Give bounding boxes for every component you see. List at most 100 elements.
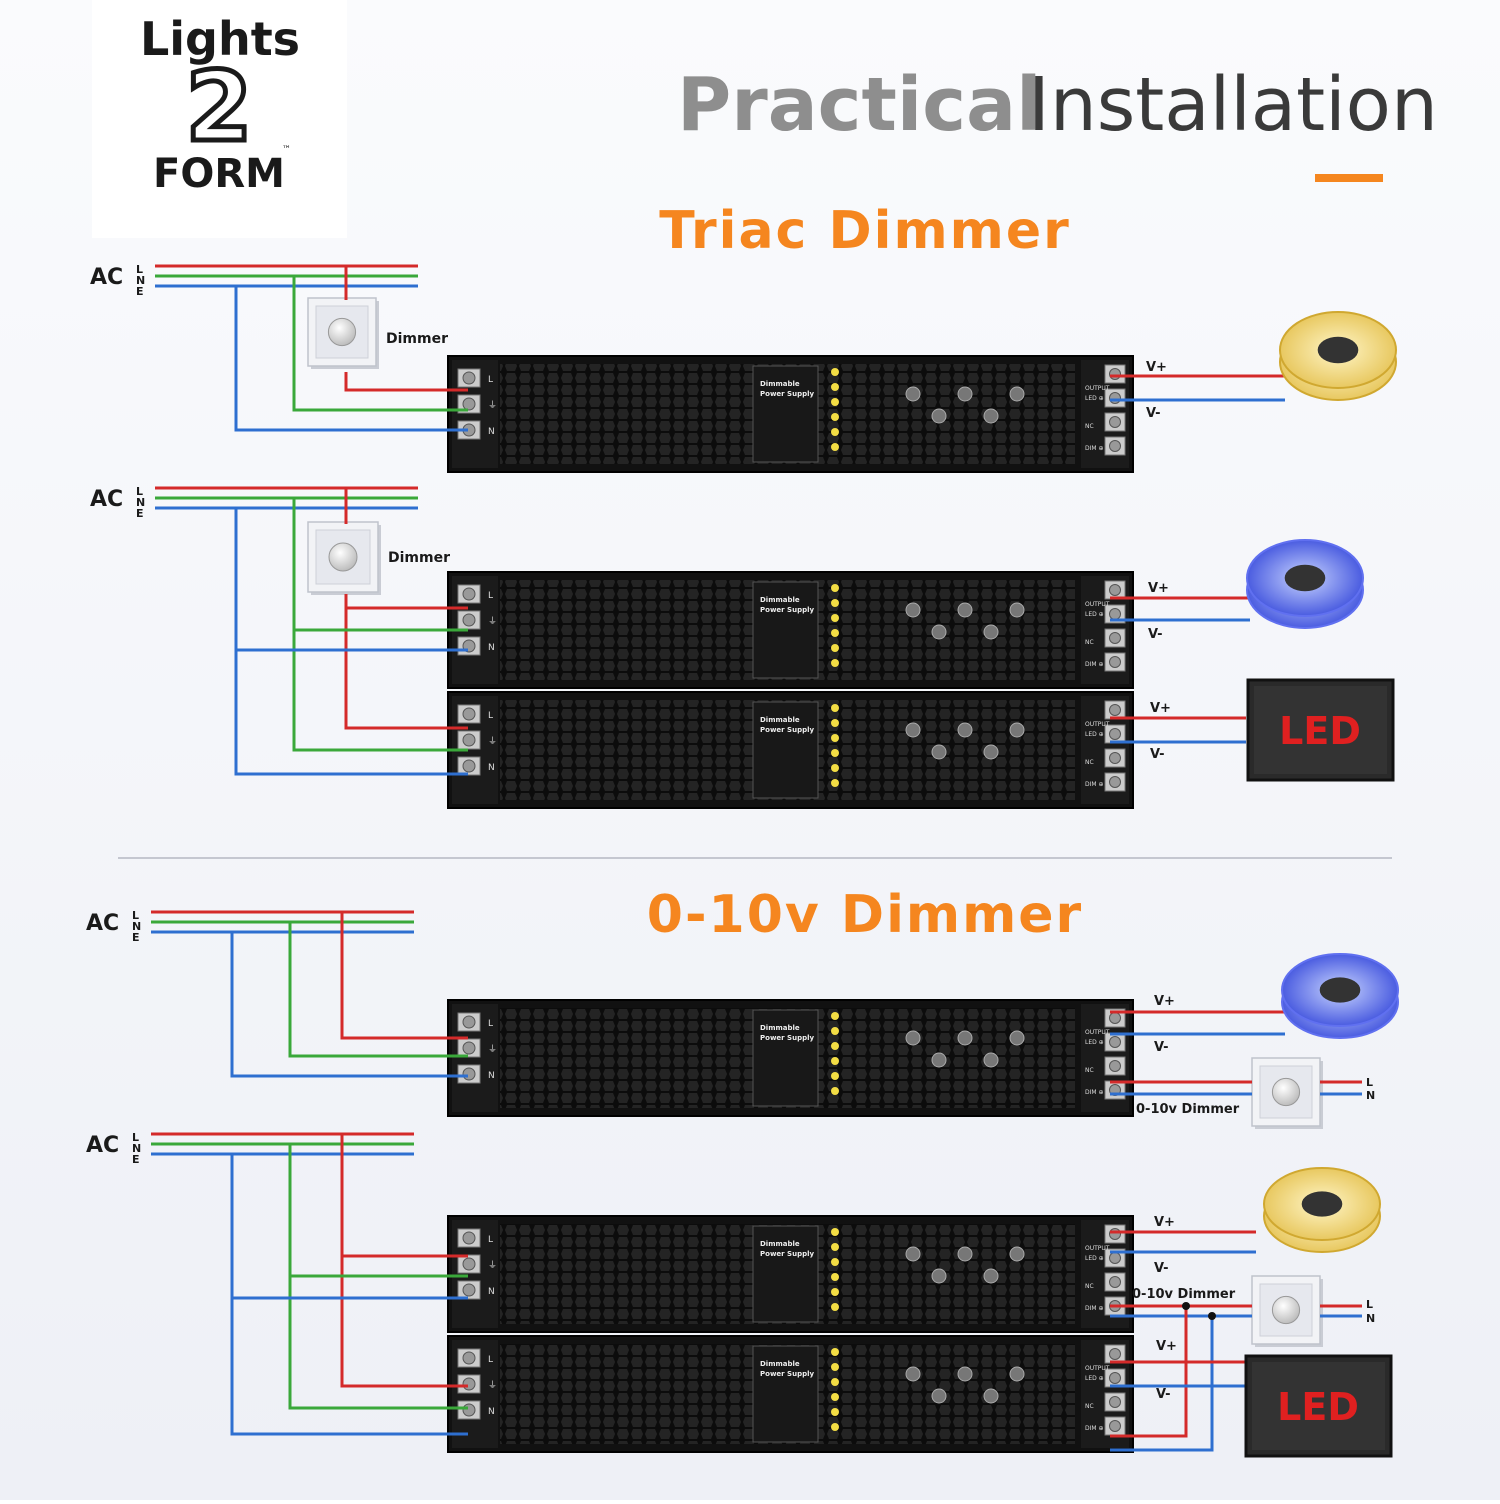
indicator-dot-icon xyxy=(831,1072,839,1080)
psu-spec-label-plate xyxy=(752,1009,819,1107)
indicator-dot-icon xyxy=(831,1363,839,1371)
input-terminal-label: N xyxy=(488,763,495,773)
component-cap-icon xyxy=(957,602,973,618)
input-terminal-label: L xyxy=(488,375,493,385)
component-cap-icon xyxy=(905,386,921,402)
terminal-screw-icon xyxy=(1109,752,1121,764)
dimmer-knob-icon[interactable] xyxy=(1271,1077,1301,1107)
page-title-installation: Installation xyxy=(1028,62,1438,148)
psu-spec-label-plate xyxy=(752,1345,819,1443)
indicator-dot-icon xyxy=(831,629,839,637)
indicator-dot-icon xyxy=(831,443,839,451)
psu-brand-text: Dimmable xyxy=(760,596,800,604)
terminal-screw-icon xyxy=(1109,368,1121,380)
v-minus-label: V- xyxy=(1148,627,1163,642)
reel-hub xyxy=(1301,1191,1343,1217)
input-terminal-label: ⏚ xyxy=(488,1044,497,1055)
dimmer-line-label: L xyxy=(1366,1298,1373,1311)
indicator-dot-icon xyxy=(831,1087,839,1095)
psu-brand-text: Power Supply xyxy=(760,390,814,398)
triac-dimmer-switch[interactable] xyxy=(307,521,381,595)
title-accent-bar xyxy=(1315,174,1383,182)
indicator-dot-icon xyxy=(831,1348,839,1356)
dimmer-knob-icon[interactable] xyxy=(328,542,358,572)
output-led-label: LED ⊕ xyxy=(1085,1255,1104,1262)
component-cap-icon xyxy=(931,1052,947,1068)
reel-hub xyxy=(1319,977,1361,1003)
terminal-screw-icon xyxy=(1109,392,1121,404)
component-cap-icon xyxy=(957,1366,973,1382)
indicator-dot-icon xyxy=(831,1243,839,1251)
dimmer-neutral-label: N xyxy=(1366,1089,1375,1102)
terminal-screw-icon xyxy=(1109,608,1121,620)
line-label-n: N xyxy=(132,920,141,933)
output-panel-label: OUTPUT xyxy=(1085,601,1110,608)
wire xyxy=(340,1134,468,1388)
line-label-e: E xyxy=(136,285,144,298)
psu-brand-text: Dimmable xyxy=(760,1024,800,1032)
psu-brand-text: Power Supply xyxy=(760,726,814,734)
psu-brand-text: Dimmable xyxy=(760,716,800,724)
triac-dimmer-switch[interactable] xyxy=(307,297,379,369)
psu-brand-text: Dimmable xyxy=(760,1360,800,1368)
component-cap-icon xyxy=(905,722,921,738)
wire xyxy=(344,594,468,730)
psu-brand-text: Dimmable xyxy=(760,380,800,388)
0-10v-dimmer-switch[interactable] xyxy=(1251,1057,1323,1129)
output-dim-label: DIM ⊕ xyxy=(1085,1089,1104,1096)
terminal-screw-icon xyxy=(462,1377,476,1391)
indicator-dot-icon xyxy=(831,599,839,607)
output-panel-label: OUTPUT xyxy=(1085,721,1110,728)
output-panel-label: OUTPUT xyxy=(1085,1029,1110,1036)
input-terminal-label: N xyxy=(488,1407,495,1417)
terminal-screw-icon xyxy=(1109,1348,1121,1360)
dimmer-010-label: 0-10v Dimmer xyxy=(1132,1287,1236,1302)
output-nc-label: NC xyxy=(1085,759,1094,766)
component-cap-icon xyxy=(1009,602,1025,618)
v-minus-label: V- xyxy=(1156,1387,1171,1402)
output-nc-label: NC xyxy=(1085,639,1094,646)
dimmer-line-label: L xyxy=(1366,1076,1373,1089)
indicator-dot-icon xyxy=(831,659,839,667)
psu-brand-text: Power Supply xyxy=(760,1370,814,1378)
psu-spec-label-plate xyxy=(752,701,819,799)
terminal-screw-icon xyxy=(1109,584,1121,596)
indicator-dot-icon xyxy=(831,1228,839,1236)
output-dim-label: DIM ⊕ xyxy=(1085,1425,1104,1432)
indicator-dot-icon xyxy=(831,428,839,436)
dimmer-010-label: 0-10v Dimmer xyxy=(1136,1102,1240,1117)
dimmer-knob-icon[interactable] xyxy=(327,317,357,347)
line-label-l: L xyxy=(136,263,143,276)
line-label-l: L xyxy=(136,485,143,498)
line-label-e: E xyxy=(132,931,140,944)
output-dim-label: DIM ⊕ xyxy=(1085,781,1104,788)
dimmer-knob-icon[interactable] xyxy=(1271,1295,1301,1325)
0-10v-dimmer-switch[interactable] xyxy=(1251,1275,1323,1347)
terminal-screw-icon xyxy=(1109,1420,1121,1432)
wire xyxy=(230,932,468,1078)
terminal-screw-icon xyxy=(1109,1252,1121,1264)
indicator-dot-icon xyxy=(831,1408,839,1416)
terminal-screw-icon xyxy=(1109,1372,1121,1384)
component-cap-icon xyxy=(931,1268,947,1284)
terminal-screw-icon xyxy=(1109,1036,1121,1048)
terminal-screw-icon xyxy=(462,1351,476,1365)
input-terminal-label: L xyxy=(488,1019,493,1029)
led-panel-screen xyxy=(1254,686,1387,774)
indicator-dot-icon xyxy=(831,1258,839,1266)
component-cap-icon xyxy=(957,386,973,402)
terminal-screw-icon xyxy=(462,1231,476,1245)
indicator-dot-icon xyxy=(831,1423,839,1431)
logo-word-form: FORM xyxy=(153,151,285,197)
psu-spec-label-plate xyxy=(752,581,819,679)
wire xyxy=(288,1144,468,1410)
output-led-label: LED ⊕ xyxy=(1085,731,1104,738)
line-label-e: E xyxy=(132,1153,140,1166)
reel-hub xyxy=(1284,564,1326,592)
output-led-label: LED ⊕ xyxy=(1085,395,1104,402)
